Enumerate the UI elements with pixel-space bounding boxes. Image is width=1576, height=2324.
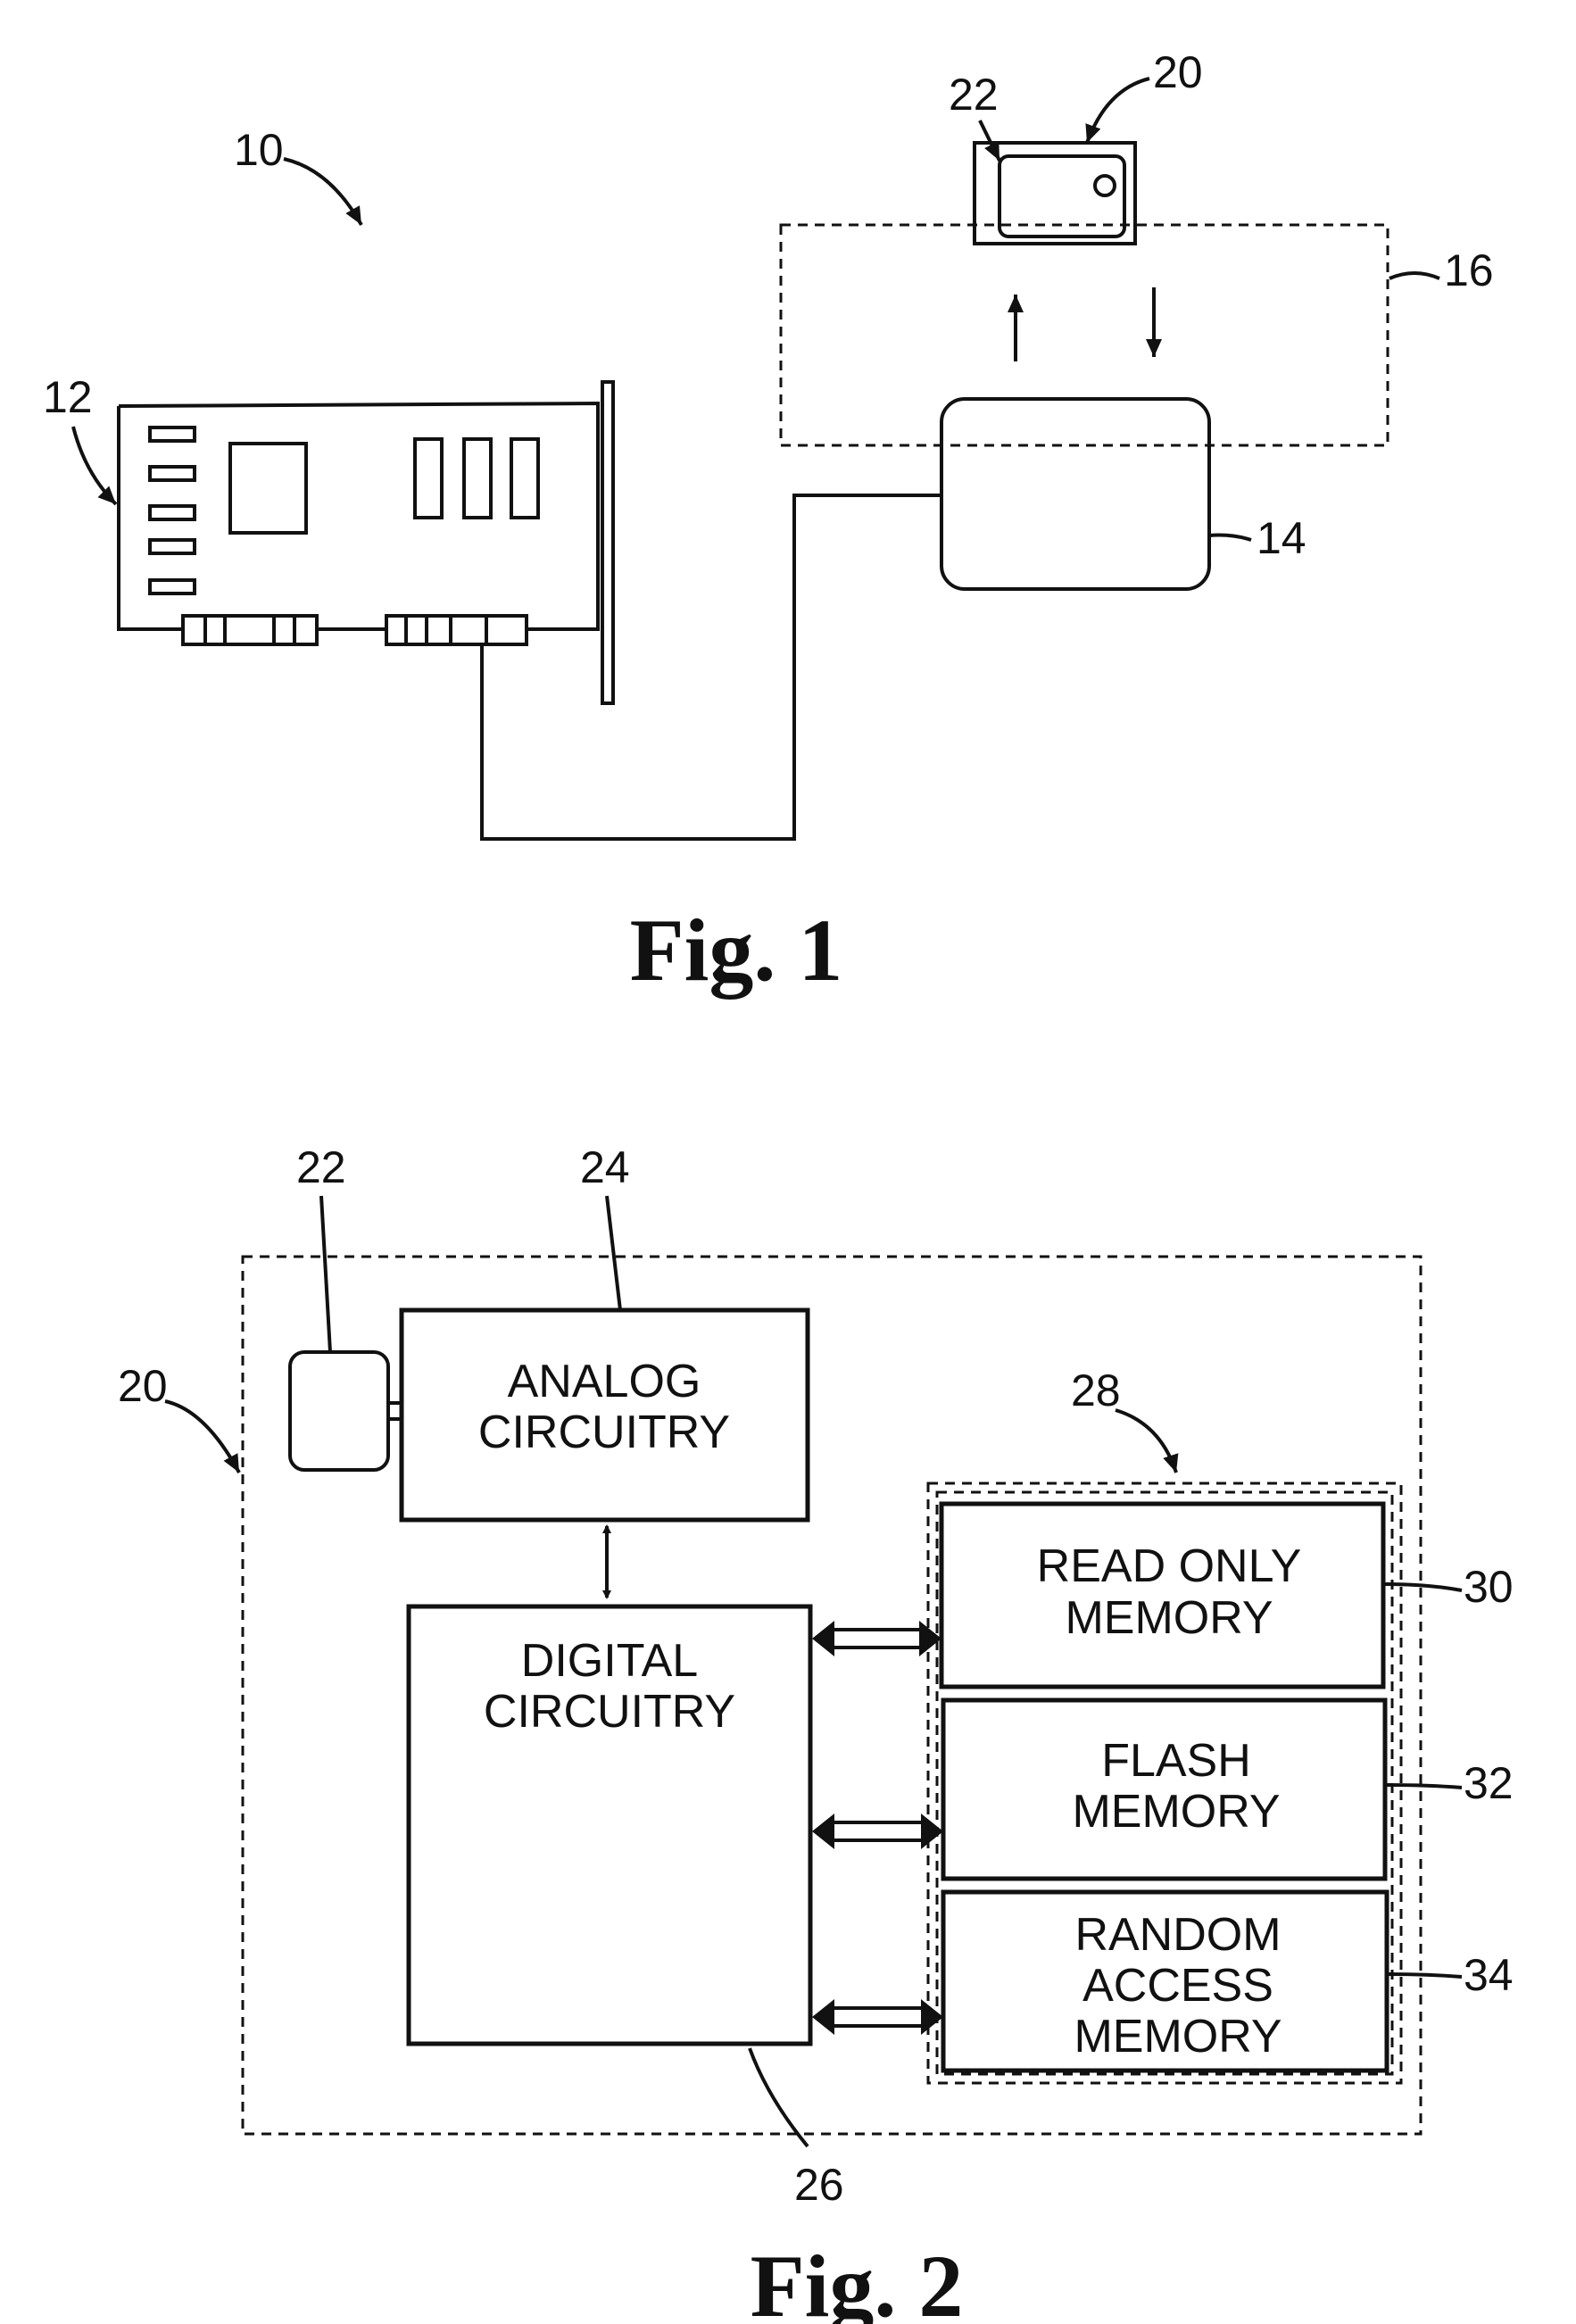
fig-2-caption: Fig. 2	[751, 2237, 964, 2324]
leader-arrow-22	[980, 120, 1000, 161]
ref-34-ram: 34	[1464, 1950, 1514, 2000]
figure-1: 10 12	[43, 47, 1494, 1000]
ref-20-device-fig2: 20	[118, 1361, 168, 1411]
leader-arrow-10	[284, 159, 361, 225]
leader-32	[1387, 1785, 1462, 1788]
leader-22	[321, 1196, 330, 1352]
card-bracket	[602, 382, 613, 703]
ref-12-card: 12	[43, 372, 93, 422]
leader-arrow-28	[1116, 1410, 1176, 1473]
card-chip	[230, 444, 306, 533]
rom-label-line-2: MEMORY	[1065, 1592, 1273, 1644]
ram-label-line-2: ACCESS	[1082, 1960, 1273, 2012]
card-contact-4	[150, 540, 195, 553]
ref-16-field: 16	[1444, 245, 1494, 295]
field-region	[781, 225, 1388, 445]
sensor-block	[290, 1352, 388, 1470]
card-memory-chip-1	[415, 439, 442, 518]
leader-24	[607, 1196, 620, 1310]
leader-arrow-20	[1087, 79, 1149, 143]
ref-10-system: 10	[234, 125, 284, 175]
card-memory-chip-2	[464, 439, 491, 518]
ref-28-memory: 28	[1071, 1365, 1121, 1415]
cable	[482, 495, 941, 839]
reader-unit	[941, 399, 1209, 589]
bus-arrow-rom	[812, 1621, 941, 1656]
leader-30	[1385, 1584, 1462, 1590]
ram-label-line-3: MEMORY	[1074, 2011, 1282, 2063]
expansion-card	[119, 382, 613, 703]
ref-22-device-label: 22	[949, 70, 999, 120]
leader-16	[1389, 273, 1439, 278]
flash-label-line-1: FLASH	[1101, 1735, 1251, 1787]
card-contact-1	[150, 427, 195, 441]
rom-label-line-1: READ ONLY	[1037, 1540, 1302, 1592]
ref-14-reader: 14	[1257, 513, 1306, 563]
ref-26-digital: 26	[794, 2160, 844, 2210]
ref-22-sensor: 22	[296, 1142, 346, 1192]
leader-34	[1389, 1974, 1462, 1977]
fig-1-caption: Fig. 1	[630, 901, 843, 1000]
ref-30-rom: 30	[1464, 1562, 1514, 1612]
digital-label-line-2: CIRCUITRY	[484, 1686, 735, 1738]
digital-label-line-1: DIGITAL	[521, 1635, 698, 1687]
ref-24-analog: 24	[580, 1142, 630, 1192]
leader-arrow-20-fig2	[165, 1401, 239, 1473]
card-connector-left	[183, 616, 317, 644]
ram-label-line-1: RANDOM	[1074, 1909, 1281, 1961]
flash-label-line-2: MEMORY	[1072, 1786, 1280, 1838]
analog-label-line-1: ANALOG	[508, 1356, 701, 1407]
leader-14	[1209, 535, 1251, 540]
ref-20-device: 20	[1153, 47, 1203, 97]
device-indicator	[1095, 176, 1115, 195]
bus-arrow-ram	[812, 1999, 943, 2035]
card-contact-5	[150, 580, 195, 593]
leader-26	[750, 2048, 808, 2146]
card-memory-chip-3	[511, 439, 538, 518]
bus-arrow-flash	[812, 1814, 943, 1849]
ref-32-flash: 32	[1464, 1758, 1514, 1808]
leader-arrow-12	[73, 427, 116, 504]
card-contact-2	[150, 467, 195, 480]
analog-label-line-2: CIRCUITRY	[478, 1407, 730, 1458]
card-contact-3	[150, 506, 195, 519]
figure-2: 20 22 ANALOG CIRCUITRY 24 DIGITAL CIRCUI…	[118, 1142, 1514, 2324]
